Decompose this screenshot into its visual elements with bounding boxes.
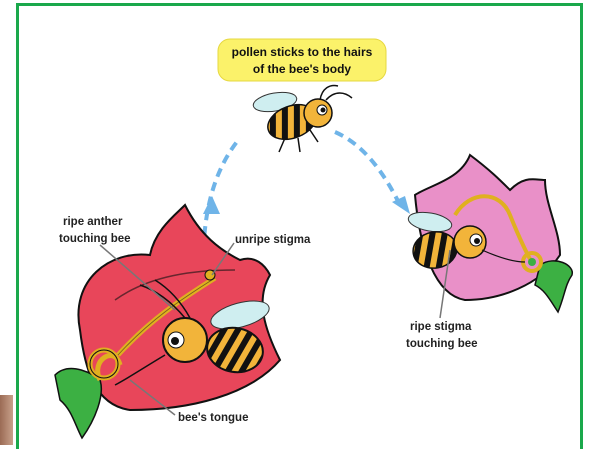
anther-label-2: touching bee — [59, 233, 131, 245]
bubble-line2: of the bee's body — [253, 62, 352, 76]
bee-tongue-label: bee's tongue — [178, 412, 248, 424]
anther-label-1: ripe anther — [63, 216, 123, 228]
leaf-icon — [55, 369, 101, 438]
arrow-icon — [335, 132, 400, 205]
speech-bubble: pollen sticks to the hairs of the bee's … — [218, 39, 386, 81]
arrow-head-up — [203, 196, 220, 214]
ripe-stigma-label-1: ripe stigma — [410, 321, 472, 333]
bubble-line1: pollen sticks to the hairs — [232, 45, 373, 59]
bee-icon — [252, 86, 352, 152]
ripe-stigma-label-2: touching bee — [406, 338, 478, 350]
unripe-stigma-label: unripe stigma — [235, 234, 311, 246]
